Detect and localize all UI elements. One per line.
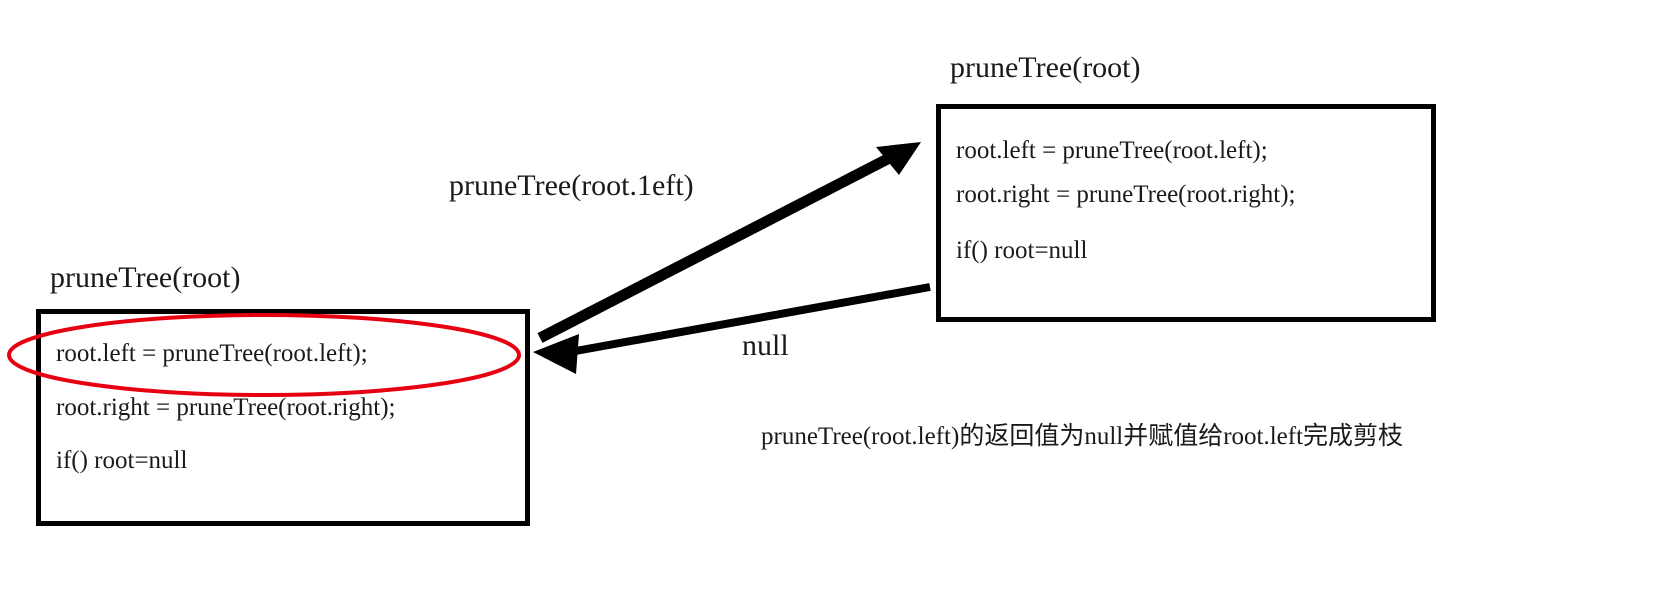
callee-box-title: pruneTree(root) bbox=[950, 51, 1141, 84]
caller-code-line-2: root.right = pruneTree(root.right); bbox=[56, 394, 396, 421]
caller-box-title: pruneTree(root) bbox=[50, 261, 241, 294]
caller-code-line-3: if() root=null bbox=[56, 447, 188, 474]
callee-code-box bbox=[936, 104, 1436, 322]
callee-code-line-3: if() root=null bbox=[956, 237, 1088, 264]
return-edge-label: null bbox=[742, 329, 789, 362]
callee-code-line-2: root.right = pruneTree(root.right); bbox=[956, 181, 1296, 208]
callee-code-line-1: root.left = pruneTree(root.left); bbox=[956, 137, 1268, 164]
call-edge-label: pruneTree(root.1eft) bbox=[449, 169, 694, 202]
caller-code-line-1: root.left = pruneTree(root.left); bbox=[56, 340, 368, 367]
return-arrow bbox=[533, 283, 931, 374]
diagram-caption: pruneTree(root.left)的返回值为null并赋值给root.le… bbox=[761, 423, 1404, 450]
